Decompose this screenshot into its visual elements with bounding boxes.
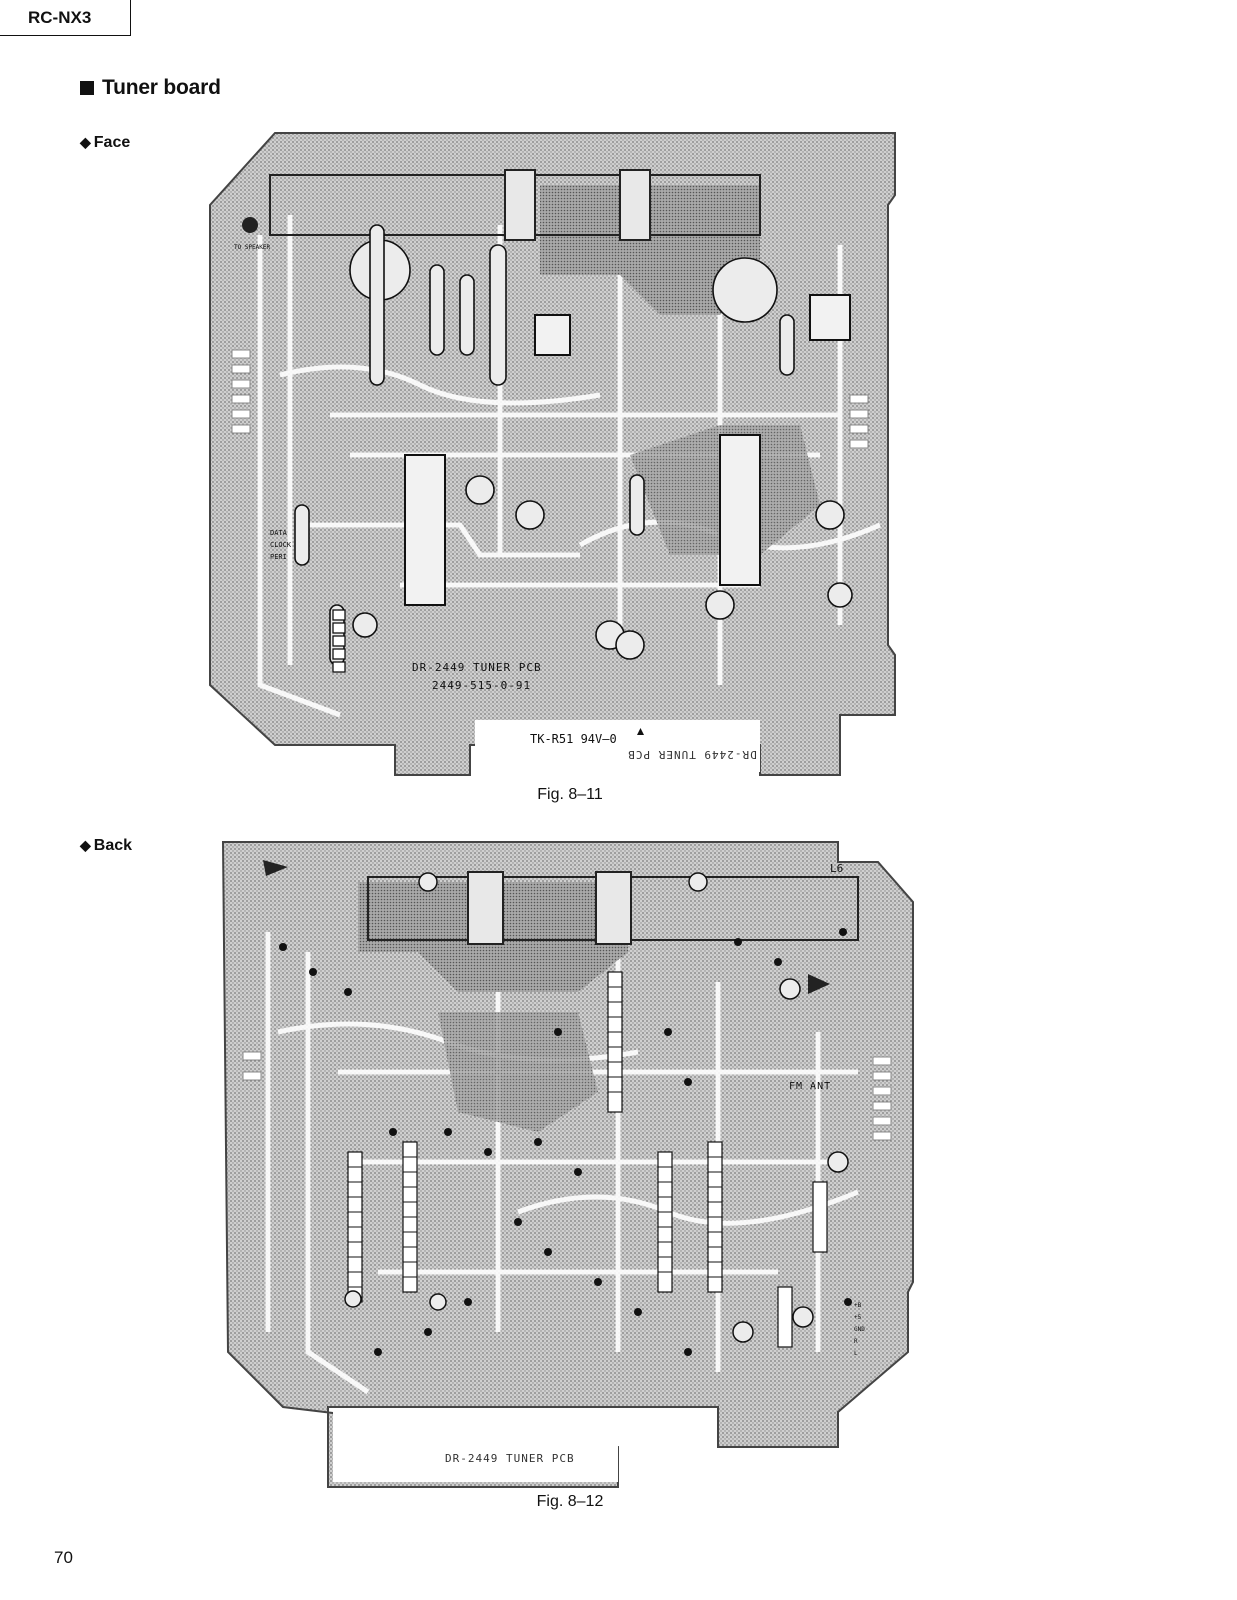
back-figure-caption: Fig. 8–12 — [536, 1493, 604, 1510]
back-board-text: DR-2449 TUNER PCB — [445, 1452, 575, 1465]
square-bullet-icon — [80, 81, 94, 95]
pin-label-clock: CLOCK — [270, 541, 292, 549]
connector-label-5: +5 — [854, 1314, 862, 1321]
back-label-text: Back — [93, 837, 133, 854]
face-marking: TK-R51 94V–0 — [530, 732, 617, 746]
model-name: RC-NX3 — [28, 8, 92, 27]
section-title: Tuner board — [80, 76, 221, 100]
triangle-marker-icon — [263, 860, 288, 876]
face-board-code: 2449-515-0-91 — [432, 679, 531, 692]
page-number: 70 — [54, 1548, 73, 1567]
face-figure-caption: Fig. 8–11 — [537, 786, 603, 803]
section-title-text: Tuner board — [102, 76, 221, 99]
diamond-bullet-icon: ◆ — [80, 134, 91, 150]
antenna-label: FM ANT — [789, 1081, 831, 1092]
pin-label-data: DATA — [270, 529, 288, 537]
back-board-diagram: L6 FM ANT +B +5 GND R L DR-2449 TUNER PC… — [218, 832, 923, 1497]
face-board-text: DR-2449 TUNER PCB — [412, 661, 542, 674]
diamond-bullet-icon: ◆ — [80, 837, 91, 853]
coil-label: L6 — [830, 862, 843, 875]
connector-label-l: L — [854, 1350, 858, 1357]
warning-triangle-icon — [637, 728, 644, 735]
speaker-label: TO SPEAKER — [234, 244, 271, 251]
connector-label-gnd: GND — [854, 1326, 865, 1333]
face-board-diagram: TO SPEAKER DATA CLOCK PERI DR-2449 TUNER… — [200, 125, 910, 790]
face-mirrored-text: DR-2449 TUNER PCB — [627, 748, 757, 761]
triangle-marker-icon — [808, 974, 830, 994]
connector-label-r: R — [854, 1338, 858, 1345]
face-label: ◆Face — [80, 134, 130, 152]
face-label-text: Face — [93, 134, 131, 151]
connector-label-b: +B — [854, 1302, 862, 1309]
model-tab: RC-NX3 — [0, 0, 131, 36]
back-label: ◆Back — [80, 837, 132, 855]
pin-label-peri: PERI — [270, 553, 287, 561]
